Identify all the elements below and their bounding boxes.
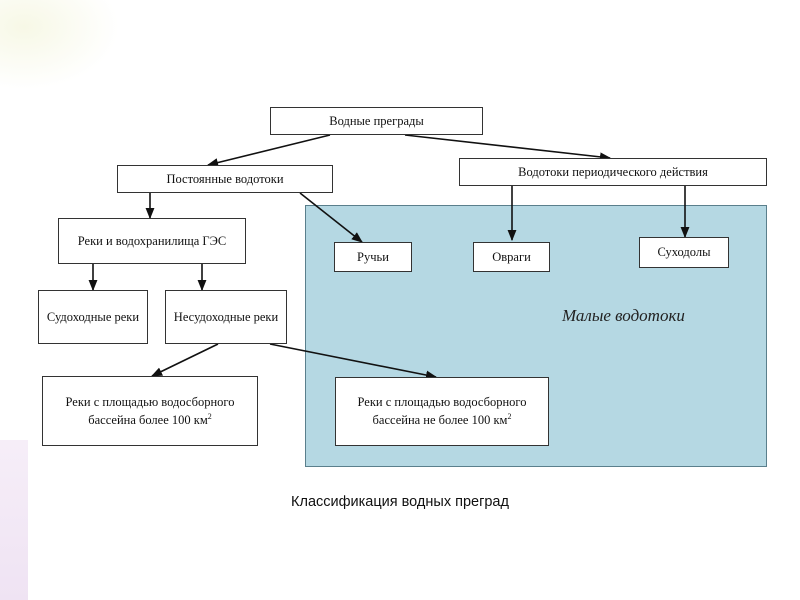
background-decoration-left xyxy=(0,440,28,600)
node-periodic-watercourses-text: Водотоки периодического действия xyxy=(518,164,708,179)
node-basin-over-100-wrap: Реки с площадью водосборного бассейна бо… xyxy=(47,393,253,429)
background-decoration-top xyxy=(0,0,120,90)
small-watercourses-label: Малые водотоки xyxy=(562,306,685,325)
unit-superscript: 2 xyxy=(507,412,512,422)
arrow-permanent-to-streams xyxy=(299,192,363,243)
node-dry-valleys: Суходолы xyxy=(639,237,729,268)
unit-superscript: 2 xyxy=(207,411,212,421)
node-periodic-watercourses: Водотоки периодического действия xyxy=(459,158,767,186)
node-basin-under-100-wrap: Реки с площадью водосборного бассейна не… xyxy=(340,393,544,429)
node-water-obstacles-text: Водные преграды xyxy=(329,113,424,128)
node-navigable-rivers: Судоходные реки xyxy=(38,290,148,344)
node-basin-under-100-text: Реки с площадью водосборного бассейна не… xyxy=(357,395,527,428)
node-water-obstacles: Водные преграды xyxy=(270,107,483,135)
node-dry-valleys-text: Суходолы xyxy=(657,245,711,260)
node-permanent-watercourses-text: Постоянные водотоки xyxy=(166,171,284,186)
node-non-navigable-rivers-text: Несудоходные реки xyxy=(173,309,279,324)
node-ravines: Овраги xyxy=(473,242,550,272)
node-permanent-watercourses: Постоянные водотоки xyxy=(117,165,333,193)
arrow-non-navigable-to-basin-over xyxy=(150,343,219,377)
node-ravines-text: Овраги xyxy=(492,249,531,264)
node-rivers-and-reservoirs-text: Реки и водохранилища ГЭС xyxy=(77,233,227,248)
node-basin-under-100: Реки с площадью водосборного бассейна не… xyxy=(335,377,549,446)
node-streams-text: Ручьи xyxy=(357,249,389,264)
figure-caption: Классификация водных преград xyxy=(291,494,509,510)
node-streams: Ручьи xyxy=(334,242,412,272)
node-non-navigable-rivers: Несудоходные реки xyxy=(165,290,287,344)
node-basin-over-100: Реки с площадью водосборного бассейна бо… xyxy=(42,376,258,446)
arrow-root-to-permanent xyxy=(206,134,331,167)
node-basin-over-100-text: Реки с площадью водосборного бассейна бо… xyxy=(65,394,235,428)
arrow-root-to-periodic xyxy=(404,134,612,162)
node-navigable-rivers-text: Судоходные реки xyxy=(46,309,140,324)
node-rivers-and-reservoirs: Реки и водохранилища ГЭС xyxy=(58,218,246,264)
arrow-non-navigable-to-basin-under xyxy=(269,343,438,380)
